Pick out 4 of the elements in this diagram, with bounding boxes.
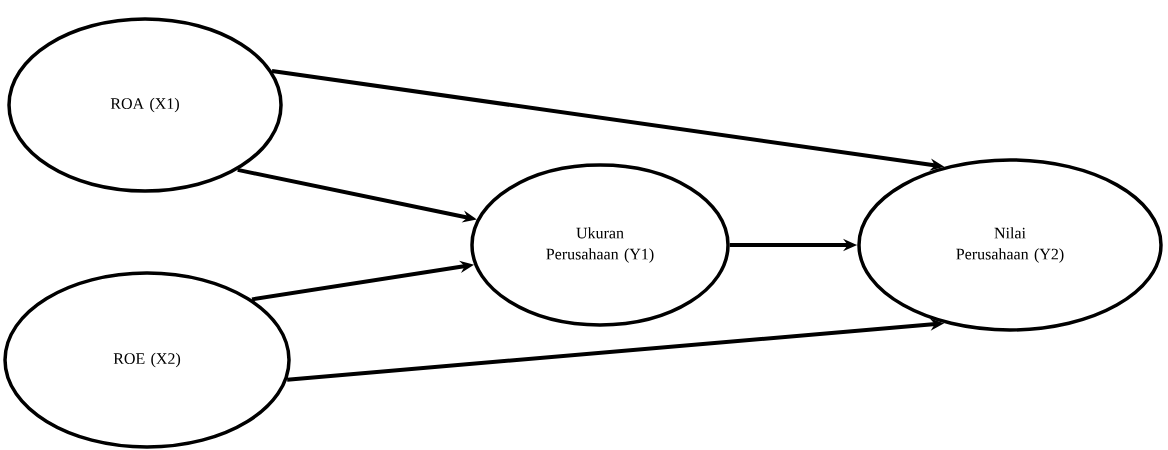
ellipse-node: ROE (X2): [3, 271, 291, 449]
ellipse-node: Ukuran Perusahaan (Y1): [470, 163, 730, 327]
ellipse-node: ROA (X1): [7, 17, 283, 193]
ellipse-node: Nilai Perusahaan (Y2): [857, 158, 1163, 332]
